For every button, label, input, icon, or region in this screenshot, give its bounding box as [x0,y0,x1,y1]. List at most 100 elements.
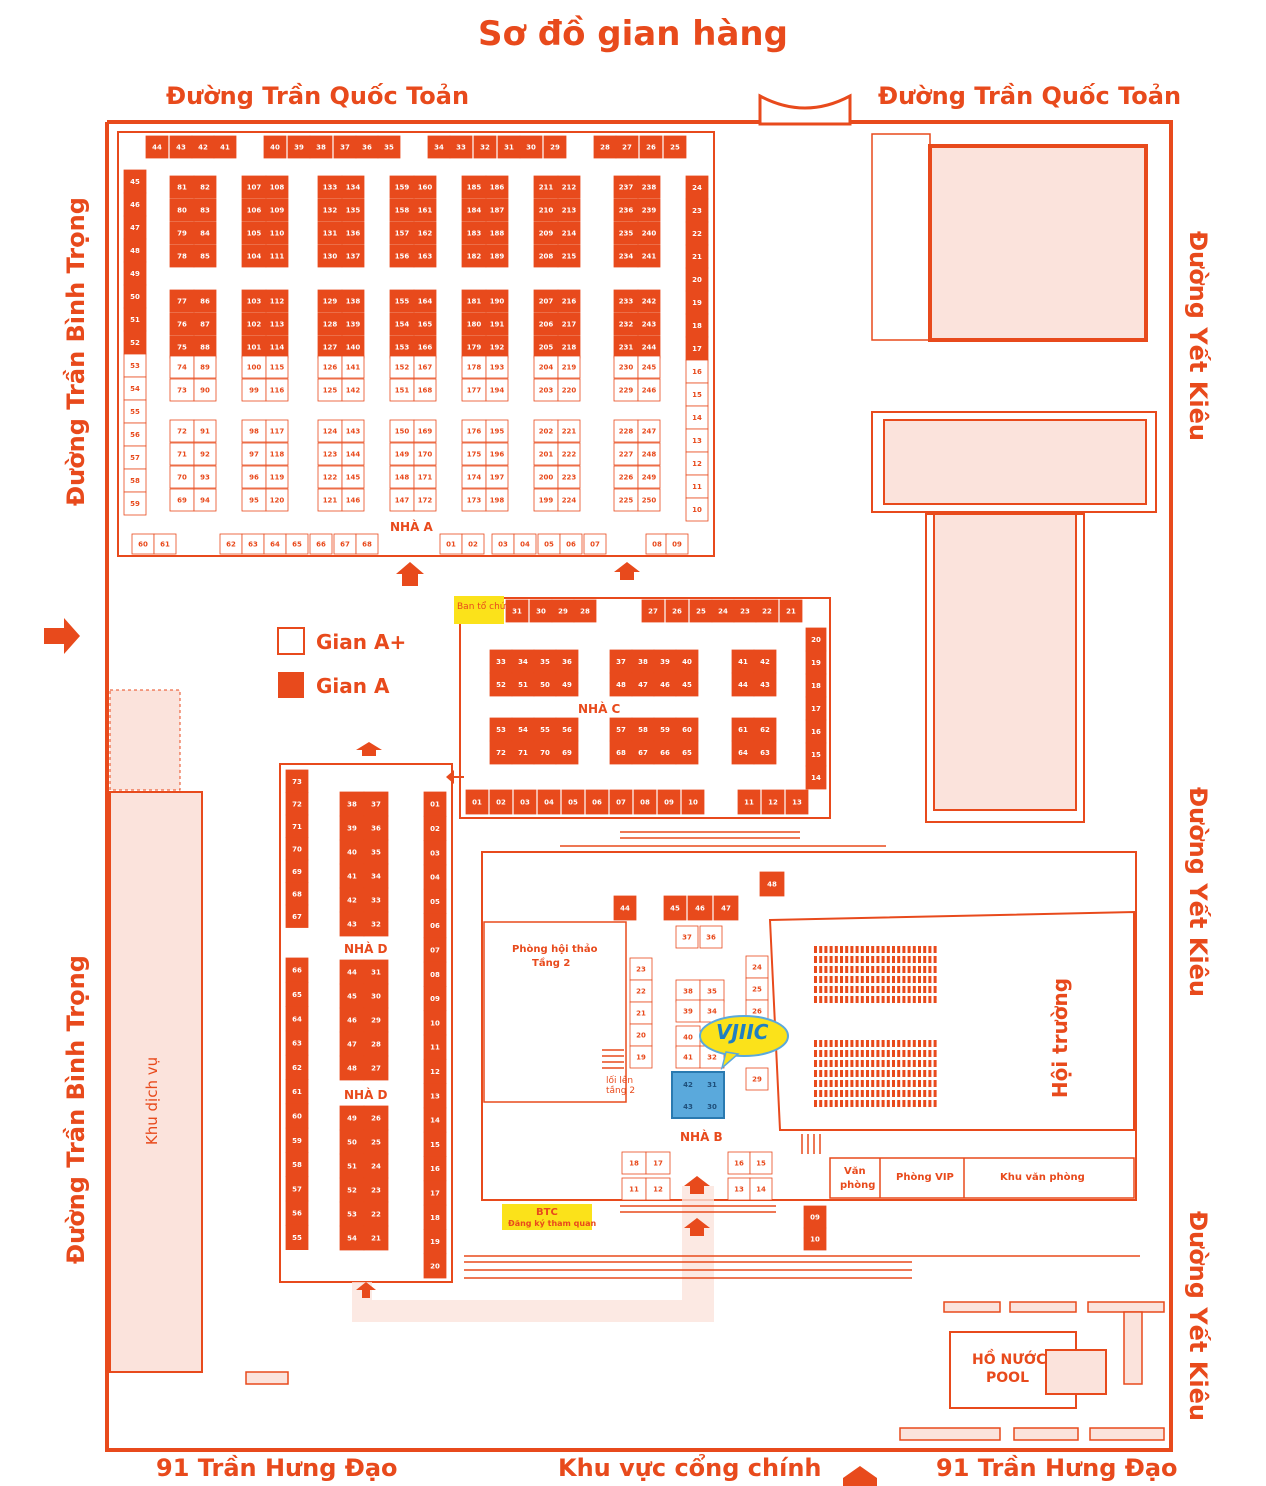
hall-a-bottom-booth-04[interactable] [513,533,537,555]
hall-a-block-booth-220[interactable] [557,378,581,402]
hall-a-block-booth-193[interactable] [485,355,509,379]
hall-a-top-booth-27[interactable] [615,135,639,159]
hall-d-inner-booth-24[interactable] [363,1153,389,1179]
hall-a-block-booth-190[interactable] [485,289,509,313]
hall-c-bottom-booth-10[interactable] [681,789,705,815]
hall-c-bottom-booth-03[interactable] [513,789,537,815]
hall-a-block-booth-137[interactable] [341,244,365,268]
hall-c-bottom-booth-06[interactable] [585,789,609,815]
hall-c-top-booth-28[interactable] [573,599,597,623]
hall-b-booth-37[interactable] [675,925,699,949]
hall-a-top-booth-26[interactable] [639,135,663,159]
hall-b-booth-17[interactable] [645,1151,671,1175]
hall-c-bottom-booth-13[interactable] [785,789,809,815]
hall-b-booth-29[interactable] [745,1067,769,1091]
hall-a-block-booth-213[interactable] [557,198,581,222]
hall-a-block-booth-117[interactable] [265,419,289,443]
hall-a-block-booth-119[interactable] [265,465,289,489]
hall-a-block-booth-186[interactable] [485,175,509,199]
hall-a-block-booth-163[interactable] [413,244,437,268]
hall-b-booth-45[interactable] [663,895,687,921]
hall-c-block-booth-45[interactable] [675,672,699,697]
hall-a-top-booth-32[interactable] [473,135,497,159]
hall-d-inner-booth-45[interactable] [339,983,365,1009]
hall-a-block-booth-141[interactable] [341,355,365,379]
hall-c-bottom-booth-02[interactable] [489,789,513,815]
hall-c-top-booth-21[interactable] [779,599,803,623]
hall-b-booth-12[interactable] [645,1177,671,1201]
hall-a-block-booth-238[interactable] [637,175,661,199]
hall-c-bottom-booth-12[interactable] [761,789,785,815]
hall-a-bottom-booth-61[interactable] [153,533,177,555]
hall-d-inner-booth-50[interactable] [339,1129,365,1155]
hall-a-block-booth-189[interactable] [485,244,509,268]
hall-d-right-booth-20[interactable] [423,1253,447,1279]
hall-a-top-booth-29[interactable] [543,135,567,159]
hall-a-block-booth-134[interactable] [341,175,365,199]
hall-a-right-booth-10[interactable] [685,497,709,522]
hall-a-block-booth-187[interactable] [485,198,509,222]
hall-b-booth-46[interactable] [687,895,713,921]
hall-d-inner-booth-43[interactable] [339,911,365,937]
hall-d-inner-booth-21[interactable] [363,1225,389,1251]
hall-a-block-booth-84[interactable] [193,221,217,245]
hall-d-inner-booth-25[interactable] [363,1129,389,1155]
hall-a-top-booth-35[interactable] [377,135,401,159]
hall-a-top-booth-44[interactable] [145,135,169,159]
hall-a-block-booth-249[interactable] [637,465,661,489]
hall-a-block-booth-160[interactable] [413,175,437,199]
hall-a-block-booth-116[interactable] [265,378,289,402]
hall-d-inner-booth-53[interactable] [339,1201,365,1227]
hall-b-booth-15[interactable] [749,1151,773,1175]
hall-a-block-booth-91[interactable] [193,419,217,443]
hall-a-block-booth-83[interactable] [193,198,217,222]
hall-a-block-booth-165[interactable] [413,312,437,336]
hall-c-bottom-booth-09[interactable] [657,789,681,815]
hall-c-bottom-booth-11[interactable] [737,789,761,815]
hall-a-block-booth-118[interactable] [265,442,289,466]
hall-a-block-booth-245[interactable] [637,355,661,379]
hall-a-bottom-booth-65[interactable] [285,533,309,555]
hall-a-block-booth-112[interactable] [265,289,289,313]
hall-a-block-booth-94[interactable] [193,488,217,512]
hall-d-inner-booth-38[interactable] [339,791,365,817]
hall-d-inner-booth-27[interactable] [363,1055,389,1081]
hall-d-inner-booth-37[interactable] [363,791,389,817]
hall-c-bottom-booth-04[interactable] [537,789,561,815]
hall-a-top-booth-41[interactable] [213,135,237,159]
hall-a-block-booth-250[interactable] [637,488,661,512]
hall-a-block-booth-239[interactable] [637,198,661,222]
hall-a-bottom-booth-09[interactable] [665,533,689,555]
hall-a-block-booth-224[interactable] [557,488,581,512]
hall-d-left-booth-55[interactable] [285,1224,309,1251]
hall-a-block-booth-214[interactable] [557,221,581,245]
hall-a-block-booth-223[interactable] [557,465,581,489]
hall-a-block-booth-82[interactable] [193,175,217,199]
hall-a-top-booth-25[interactable] [663,135,687,159]
hall-c-block-booth-69[interactable] [555,740,579,765]
hall-d-inner-booth-26[interactable] [363,1105,389,1131]
hall-a-block-booth-219[interactable] [557,355,581,379]
hall-a-block-booth-222[interactable] [557,442,581,466]
hall-a-block-booth-248[interactable] [637,442,661,466]
hall-a-block-booth-240[interactable] [637,221,661,245]
hall-d-inner-booth-34[interactable] [363,863,389,889]
hall-a-left-booth-59[interactable] [123,491,147,516]
hall-b-booth-14[interactable] [749,1177,773,1201]
hall-a-block-booth-113[interactable] [265,312,289,336]
hall-a-block-booth-195[interactable] [485,419,509,443]
hall-a-block-booth-247[interactable] [637,419,661,443]
hall-a-block-booth-221[interactable] [557,419,581,443]
hall-a-block-booth-217[interactable] [557,312,581,336]
hall-a-block-booth-162[interactable] [413,221,437,245]
hall-a-block-booth-168[interactable] [413,378,437,402]
hall-a-block-booth-167[interactable] [413,355,437,379]
hall-d-inner-booth-28[interactable] [363,1031,389,1057]
hall-a-bottom-booth-06[interactable] [559,533,583,555]
hall-a-block-booth-111[interactable] [265,244,289,268]
hall-a-block-booth-145[interactable] [341,465,365,489]
hall-a-block-booth-246[interactable] [637,378,661,402]
hall-c-top-booth-26[interactable] [665,599,689,623]
hall-c-block-booth-49[interactable] [555,672,579,697]
hall-d-inner-booth-36[interactable] [363,815,389,841]
